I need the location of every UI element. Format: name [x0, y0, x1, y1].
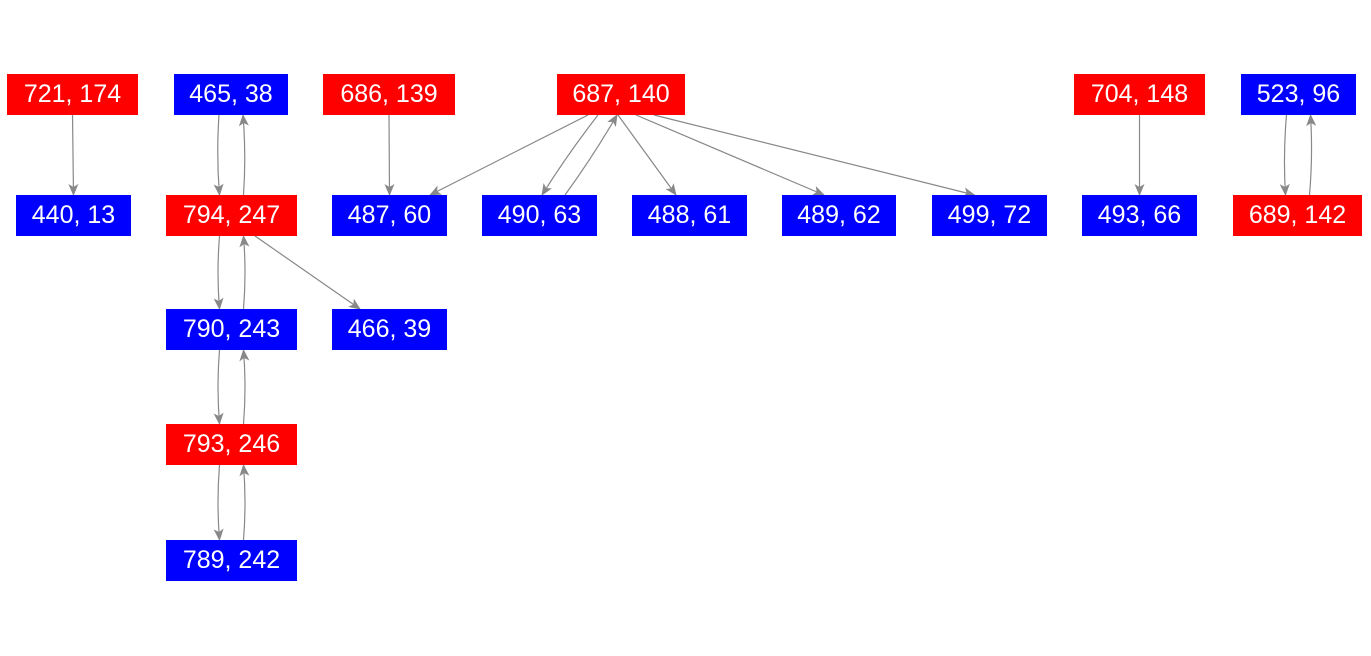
graph-node: 686, 139	[323, 74, 455, 115]
edge-arrow	[239, 464, 250, 541]
graph-node: 793, 246	[166, 424, 297, 465]
edge-arrow	[541, 114, 599, 196]
edge-arrow	[238, 114, 249, 196]
graph-node: 466, 39	[332, 309, 447, 350]
graph-node: 499, 72	[932, 195, 1047, 236]
graph-node: 790, 243	[166, 309, 297, 350]
graph-node: 689, 142	[1233, 195, 1362, 236]
edge-arrow	[635, 114, 825, 196]
graph-node: 789, 242	[166, 540, 297, 581]
graph-node: 493, 66	[1082, 195, 1197, 236]
edge-arrow	[239, 349, 250, 425]
edge-arrow	[254, 235, 361, 310]
edge-arrow	[213, 114, 224, 196]
graph-node: 523, 96	[1241, 74, 1356, 115]
edge-arrow	[213, 349, 224, 425]
edge-arrow	[564, 114, 618, 196]
graph-node: 721, 174	[7, 74, 138, 115]
graph-node: 794, 247	[166, 195, 297, 236]
graph-node: 440, 13	[16, 195, 131, 236]
edge-arrow	[429, 114, 589, 196]
graph-node: 489, 62	[782, 195, 896, 236]
graph-node: 465, 38	[174, 74, 288, 115]
graph-node: 488, 61	[632, 195, 747, 236]
edge-arrow	[213, 464, 224, 541]
graph-node: 487, 60	[332, 195, 447, 236]
edge-arrow	[68, 114, 79, 196]
edge-arrow	[1306, 114, 1317, 196]
edge-arrow	[384, 114, 395, 196]
edge-arrow	[617, 114, 677, 196]
graph-node: 704, 148	[1074, 74, 1205, 115]
graph-node: 490, 63	[482, 195, 597, 236]
edge-arrow	[1279, 114, 1290, 196]
edge-arrow	[653, 114, 976, 198]
edge-arrow	[213, 235, 224, 310]
graph-node: 687, 140	[557, 74, 685, 115]
edge-arrow	[239, 235, 250, 310]
